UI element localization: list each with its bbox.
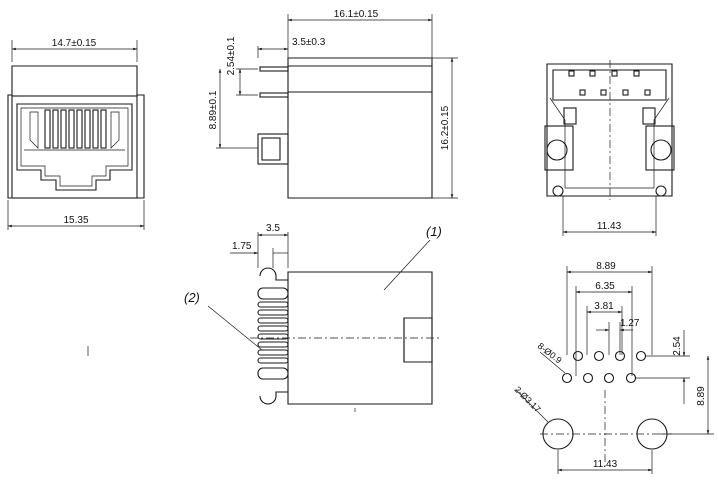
pcb-row-span-outer-label: 8.89 (596, 261, 616, 272)
pcb-pin-holes (561, 350, 647, 384)
pcb-post-holes-label: 2-Ø3.17 (513, 384, 543, 414)
front-top-width-label: 14.7±0.15 (52, 38, 97, 49)
top-pin-ribs (257, 267, 289, 405)
callout-2: (2) (184, 290, 200, 305)
pcb-row-span-inner-label: 6.35 (595, 281, 615, 292)
pcb-post-spacing-label: 11.43 (593, 459, 618, 470)
pcb-layout: 8.89 6.35 3.81 1.27 2.54 (513, 261, 714, 474)
side-pins (257, 66, 289, 165)
side-pin-pitch-label: 2.54±0.1 (226, 36, 237, 75)
front-contacts (44, 109, 107, 149)
top-dim-a-label: 3.5 (266, 223, 280, 234)
pcb-vertical-span-label: 8.89 (696, 386, 707, 406)
pcb-row-offset-label: 2.54 (672, 336, 683, 356)
side-body-height-label: 16.2±0.15 (440, 105, 451, 150)
pcb-pin-holes-label: 8-Ø0.9 (536, 341, 564, 366)
top-dim-b-label: 1.75 (232, 241, 252, 252)
front-view: 14.7±0.15 15.35 (7, 38, 145, 230)
front-bottom-width-label: 15.35 (63, 215, 88, 226)
side-view: 16.1±0.15 3.5±0.3 2.54±0.1 8.89±0.1 16.2… (208, 9, 458, 199)
side-pin-height-label: 8.89±0.1 (208, 90, 219, 129)
side-depth-label: 16.1±0.15 (334, 9, 379, 20)
pcb-pin-pitch-label: 1.27 (620, 318, 640, 329)
rear-pins (568, 70, 651, 96)
top-view: 3.5 1.75 (1) (2) (87, 223, 442, 412)
side-pin-offset-label: 3.5±0.3 (292, 37, 326, 48)
rear-view: 11.43 (544, 60, 675, 236)
pcb-mid-span-label: 3.81 (594, 301, 614, 312)
rear-post-spacing-label: 11.43 (597, 221, 622, 232)
callout-1: (1) (426, 224, 442, 239)
